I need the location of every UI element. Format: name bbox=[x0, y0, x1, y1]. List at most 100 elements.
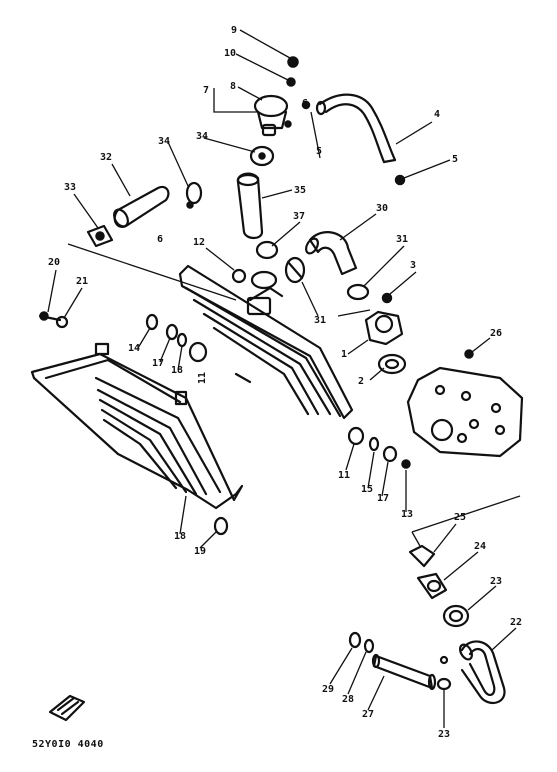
leader-line bbox=[213, 88, 258, 113]
callout-22: 22 bbox=[510, 617, 522, 628]
callout-32: 32 bbox=[100, 152, 112, 163]
callout-18-a: 18 bbox=[171, 365, 183, 376]
callout-17-b: 17 bbox=[377, 493, 389, 504]
part-hose-32 bbox=[113, 185, 170, 228]
leader-line bbox=[339, 213, 377, 241]
callout-19: 19 bbox=[194, 546, 206, 557]
leader-line bbox=[137, 327, 151, 349]
leader-line bbox=[177, 345, 183, 371]
part-clamp-34 bbox=[185, 145, 275, 209]
callout-29: 29 bbox=[322, 684, 334, 695]
leader-line bbox=[271, 221, 301, 247]
part-bolts-20-21 bbox=[38, 311, 69, 329]
part-joint-25-24 bbox=[408, 495, 521, 600]
front-direction-icon bbox=[48, 694, 86, 722]
guide-lines bbox=[67, 243, 371, 317]
callout-13: 13 bbox=[401, 509, 413, 520]
callout-15: 15 bbox=[361, 484, 373, 495]
leader-line bbox=[237, 86, 263, 101]
callout-2: 2 bbox=[358, 376, 364, 387]
callout-7: 7 bbox=[203, 85, 209, 96]
leader-line bbox=[310, 111, 321, 159]
callout-4: 4 bbox=[434, 109, 440, 120]
part-clamp-23 bbox=[436, 604, 470, 691]
part-gasket-2 bbox=[377, 353, 407, 375]
part-washers-11-15-17-13 bbox=[347, 426, 411, 469]
leader-line bbox=[203, 137, 256, 153]
part-bolt-3 bbox=[381, 292, 393, 304]
leader-line bbox=[239, 29, 291, 59]
callout-21: 21 bbox=[76, 276, 88, 287]
callout-9: 9 bbox=[231, 25, 237, 36]
leader-line bbox=[381, 461, 389, 497]
callout-27: 27 bbox=[362, 709, 374, 720]
part-cylinder-head bbox=[406, 349, 524, 458]
callout-5-upper: 5 bbox=[316, 146, 322, 157]
part-nut-12 bbox=[231, 268, 247, 284]
part-filler-neck-8 bbox=[253, 94, 292, 137]
callout-24: 24 bbox=[474, 541, 486, 552]
leader-line bbox=[347, 339, 369, 355]
callout-11-a: 11 bbox=[197, 372, 208, 384]
leader-line bbox=[329, 647, 353, 685]
part-bracket-33 bbox=[86, 224, 114, 248]
part-shroud-16 bbox=[30, 342, 244, 510]
callout-6: 6 bbox=[157, 234, 163, 245]
leader-line bbox=[205, 247, 235, 271]
callout-8: 8 bbox=[230, 81, 236, 92]
leader-line bbox=[347, 651, 367, 695]
part-grommet-19 bbox=[213, 516, 229, 536]
leader-line bbox=[363, 245, 405, 287]
leader-line bbox=[491, 627, 517, 651]
part-clamps-37-31 bbox=[255, 240, 370, 301]
callout-35: 35 bbox=[294, 185, 306, 196]
leader-line bbox=[167, 141, 189, 187]
callout-1: 1 bbox=[341, 349, 347, 360]
part-housing-1 bbox=[364, 310, 404, 346]
leader-line bbox=[389, 271, 417, 295]
callout-18-b: 18 bbox=[174, 531, 186, 542]
callout-6-top: 6 bbox=[302, 98, 308, 109]
part-hose-22 bbox=[459, 640, 506, 705]
leader-line bbox=[47, 269, 57, 313]
leader-line bbox=[367, 451, 375, 489]
leader-line bbox=[345, 443, 355, 471]
part-grommets-14-17-18-11 bbox=[145, 313, 208, 363]
callout-17-a: 17 bbox=[152, 358, 164, 369]
callout-34-a: 34 bbox=[196, 131, 208, 142]
part-bolt-9-10 bbox=[286, 56, 299, 87]
callout-11-b: 11 bbox=[338, 470, 350, 481]
leader-line bbox=[111, 163, 131, 197]
leader-line bbox=[73, 193, 99, 229]
callout-23-b: 23 bbox=[438, 729, 450, 740]
callout-31-a: 31 bbox=[396, 234, 408, 245]
leader-line bbox=[467, 585, 497, 611]
callout-37: 37 bbox=[293, 211, 305, 222]
callout-20: 20 bbox=[48, 257, 60, 268]
callout-10: 10 bbox=[224, 48, 236, 59]
leader-line bbox=[433, 523, 457, 553]
leader-line bbox=[199, 531, 217, 549]
part-radiator-6 bbox=[178, 264, 354, 420]
leader-line bbox=[367, 675, 385, 711]
callout-34-b: 34 bbox=[158, 136, 170, 147]
part-clamp-5 bbox=[301, 100, 406, 186]
callout-12: 12 bbox=[193, 237, 205, 248]
callout-3: 3 bbox=[410, 260, 416, 271]
leader-lines bbox=[47, 29, 517, 728]
callout-30: 30 bbox=[376, 203, 388, 214]
leader-line bbox=[301, 281, 319, 317]
leader-line bbox=[63, 287, 83, 319]
leader-line bbox=[369, 367, 385, 381]
leader-line bbox=[443, 551, 479, 581]
part-hose-4 bbox=[315, 93, 397, 164]
callout-26: 26 bbox=[490, 328, 502, 339]
callout-31-b: 31 bbox=[314, 315, 326, 326]
callout-labels: 9 10 7 8 6 5 4 5 34 34 32 35 33 6 30 37 … bbox=[48, 25, 522, 740]
leader-line bbox=[403, 159, 451, 179]
leader-line bbox=[235, 53, 289, 81]
leader-line bbox=[471, 337, 491, 353]
callout-5-right: 5 bbox=[452, 154, 458, 165]
figure-code-caption: 52Y0I0 4040 bbox=[32, 739, 104, 750]
